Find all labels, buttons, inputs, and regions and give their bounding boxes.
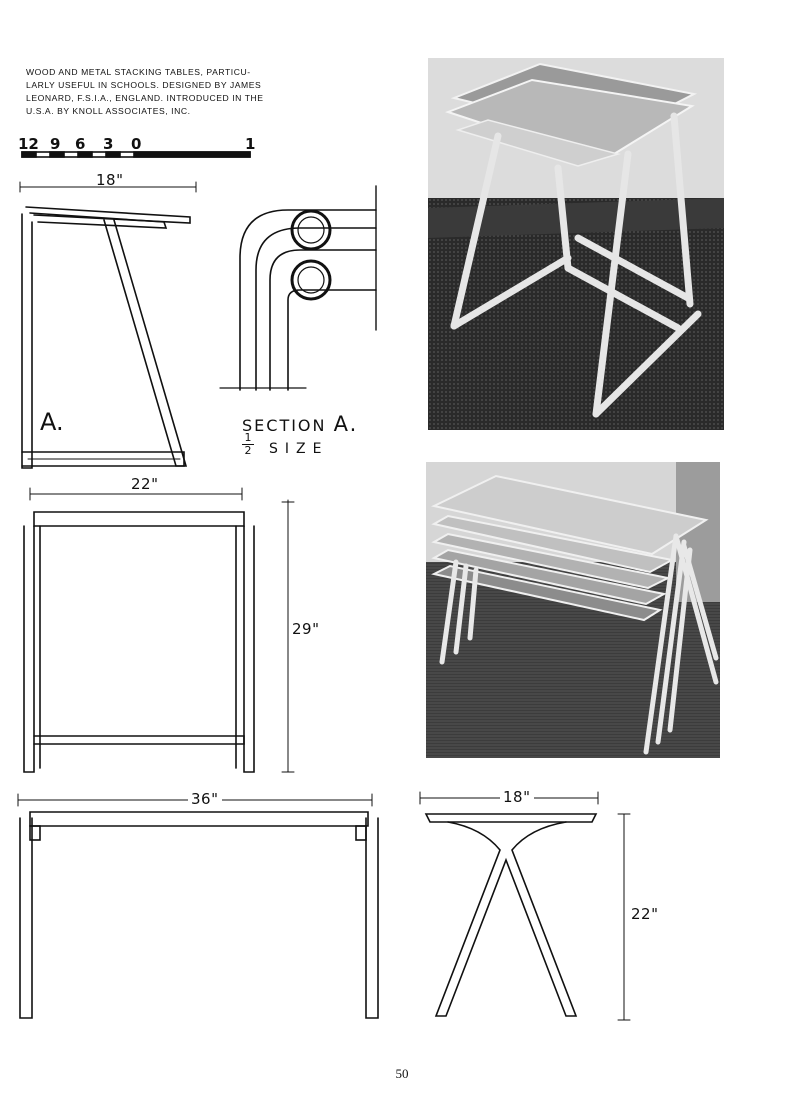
caption: WOOD AND METAL STACKING TABLES, PARTICU-… xyxy=(26,66,272,118)
fraction-denominator: 2 xyxy=(242,444,254,457)
front-view-drawing xyxy=(23,487,295,773)
section-title-word: SECTION xyxy=(242,416,327,435)
section-title: SECTION A. xyxy=(242,412,358,436)
side-width-label: 18" xyxy=(96,171,124,189)
caption-line: WOOD AND METAL STACKING TABLES, PARTICU- xyxy=(26,67,251,77)
end-height-label: 22" xyxy=(631,905,659,923)
side-view-drawing xyxy=(19,181,197,469)
front-height-label: 29" xyxy=(292,620,320,638)
scale-label: 9 xyxy=(50,135,61,153)
end-view-drawing xyxy=(419,791,631,1021)
caption-line: U.S.A. BY KNOLL ASSOCIATES, INC. xyxy=(26,106,191,116)
long-width-label: 36" xyxy=(188,790,222,808)
front-width-label: 22" xyxy=(131,475,159,493)
scale-label: 3 xyxy=(103,135,114,153)
size-label: SIZE xyxy=(269,441,329,457)
stacked-tables-photo xyxy=(426,462,720,758)
scale-bar xyxy=(21,151,251,158)
scale-label: 12 xyxy=(18,135,39,153)
scale-label: 0 xyxy=(131,135,142,153)
section-mark-label: A. xyxy=(40,408,64,436)
section-a-drawing xyxy=(219,185,377,391)
single-table-photo xyxy=(428,58,724,430)
fraction-numerator: 1 xyxy=(244,431,252,444)
page-number: 50 xyxy=(395,1066,409,1081)
scale-label: 1 xyxy=(245,135,256,153)
scale-label: 6 xyxy=(75,135,86,153)
long-view-drawing xyxy=(17,793,379,1019)
section-title-letter: A. xyxy=(333,412,359,436)
caption-line: LARLY USEFUL IN SCHOOLS. DESIGNED BY JAM… xyxy=(26,80,262,90)
end-width-label: 18" xyxy=(500,788,534,806)
caption-line: LEONARD, F.S.I.A., ENGLAND. INTRODUCED I… xyxy=(26,93,264,103)
half-fraction: 1 2 xyxy=(242,432,254,457)
